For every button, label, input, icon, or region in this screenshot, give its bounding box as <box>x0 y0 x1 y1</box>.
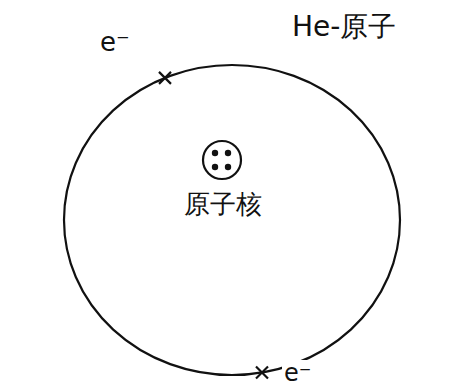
electron-orbit <box>64 65 400 375</box>
electron-mark <box>159 72 171 84</box>
electron-mark <box>256 367 268 379</box>
diagram-title: He-原子 <box>290 12 398 43</box>
electron-label: e⁻ <box>282 360 313 386</box>
nucleus-label: 原子核 <box>182 190 264 219</box>
electron-label: e⁻ <box>98 28 132 57</box>
electron-mark <box>256 367 268 379</box>
electron-mark <box>159 72 171 84</box>
electron-marks <box>159 72 268 379</box>
nucleus <box>203 141 241 179</box>
